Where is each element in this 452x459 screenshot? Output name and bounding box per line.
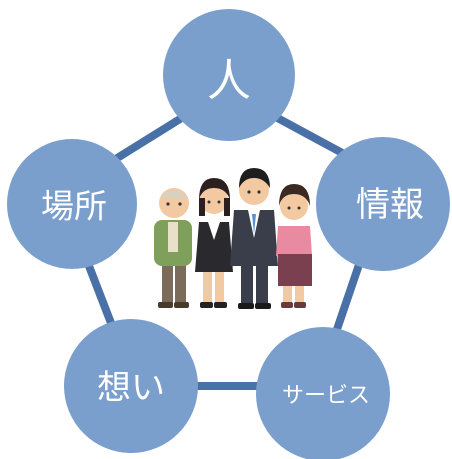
node-top-circle [163, 9, 295, 141]
node-bottom-right-circle [256, 327, 390, 459]
node-right-circle [316, 137, 450, 271]
node-bottom-left-circle [64, 319, 198, 453]
grandfather-figure [154, 188, 192, 308]
node-bottom-left-label: 想い [97, 368, 165, 408]
young-woman-figure [195, 178, 233, 308]
node-bottom-left: 想い [64, 319, 198, 453]
family-group-illustration [154, 168, 312, 309]
man-suit-figure [230, 168, 278, 309]
node-left: 場所 [7, 139, 137, 269]
node-bottom-right-label: サービス [282, 384, 370, 409]
grandmother-figure [276, 184, 312, 308]
node-left-label: 場所 [41, 187, 107, 226]
node-right: 情報 [316, 137, 450, 271]
node-bottom-right: サービス [256, 327, 390, 459]
node-top: 人 [163, 9, 295, 141]
node-right-label: 情報 [356, 185, 424, 225]
node-left-circle [7, 139, 137, 269]
node-top-label: 人 [207, 56, 251, 107]
